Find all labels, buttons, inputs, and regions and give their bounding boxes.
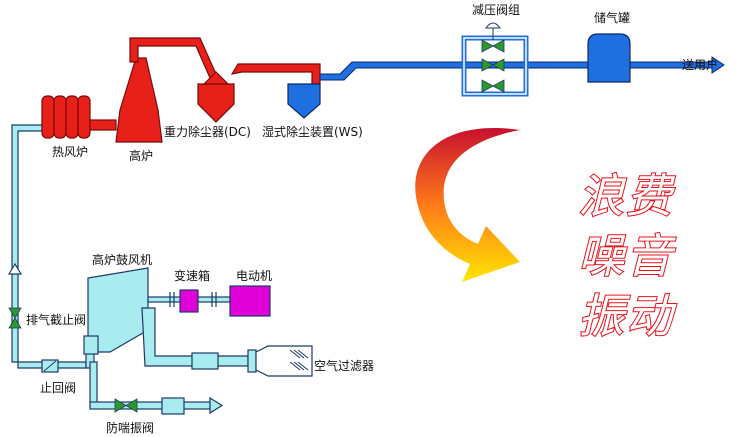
- gas-holder-shape: [587, 33, 631, 83]
- wet-dust-collector-shape: [287, 83, 321, 119]
- collector-hood: [202, 71, 230, 85]
- anti-surge-box: [161, 397, 185, 415]
- coupling-1: [169, 292, 175, 307]
- clean-gas-pipe: [319, 61, 713, 81]
- hot-stove-4: [77, 95, 91, 139]
- exhaust-arrow-up: [7, 262, 23, 275]
- labels: 热风炉 高炉 重力除尘器(DC) 湿式除尘装置(WS) 减压阀组 储气罐 送用户…: [26, 3, 718, 435]
- callout-line-2: 噪音: [578, 229, 676, 283]
- label-motor: 电动机: [236, 269, 272, 283]
- hot-gas-section: [41, 37, 321, 143]
- pressure-valve-group: [461, 22, 529, 97]
- anti-surge-valve-icon: [114, 398, 138, 413]
- air-filter-cone: [247, 349, 257, 373]
- anti-surge-branch-horizontal: [89, 401, 211, 410]
- callout-line-1: 浪费: [578, 169, 676, 223]
- gearbox-box: [179, 289, 199, 313]
- label-check-valve: 止回阀: [40, 381, 76, 395]
- hot-stove-2: [53, 95, 67, 139]
- label-gravity-dust-collector: 重力除尘器(DC): [164, 124, 251, 139]
- label-blast-furnace: 高炉: [129, 148, 153, 163]
- callout-line-3: 振动: [578, 289, 677, 343]
- hot-stove-1: [41, 95, 55, 139]
- curved-arrow: [415, 127, 520, 283]
- main-air-riser: [11, 124, 87, 369]
- label-gas-holder: 储气罐: [594, 10, 630, 25]
- label-wet-dust-collector: 湿式除尘装置(WS): [262, 124, 363, 139]
- air-filter-body: [255, 345, 313, 377]
- label-exhaust-stop-valve: 排气截止阀: [26, 312, 86, 327]
- label-blower: 高炉鼓风机: [92, 252, 152, 267]
- label-hot-stove: 热风炉: [52, 145, 88, 159]
- hot-blast-main: [89, 119, 117, 131]
- gravity-dust-collector: [197, 83, 235, 123]
- label-anti-surge-valve: 防喘振阀: [106, 420, 154, 435]
- blast-furnace-body: [115, 57, 163, 143]
- valve-actuator: [485, 22, 501, 29]
- label-air-filter: 空气过滤器: [314, 358, 374, 373]
- exhaust-stop-valve-icon: [8, 307, 22, 329]
- motor-box: [229, 285, 271, 317]
- check-valve-slash: [43, 360, 57, 372]
- blower-outlet-box: [83, 335, 99, 355]
- to-users-arrow: [711, 56, 725, 74]
- callout-text: 浪费 噪音 振动: [577, 168, 677, 344]
- label-gearbox: 变速箱: [174, 268, 210, 283]
- label-pressure-valve-group: 减压阀组: [472, 3, 520, 17]
- valve-group-valves: [481, 39, 505, 93]
- label-to-users: 送用户: [682, 57, 718, 72]
- inlet-damper-box: [191, 352, 219, 370]
- valve-group-frame-inner: [463, 37, 527, 95]
- air-filter-louvers: [289, 349, 309, 371]
- anti-surge-branch-vertical: [89, 361, 98, 409]
- gas-to-wet-collector: [230, 63, 321, 85]
- hot-stove-3: [65, 95, 79, 139]
- coupling-2: [211, 292, 217, 307]
- anti-surge-outlet-arrow: [209, 396, 224, 415]
